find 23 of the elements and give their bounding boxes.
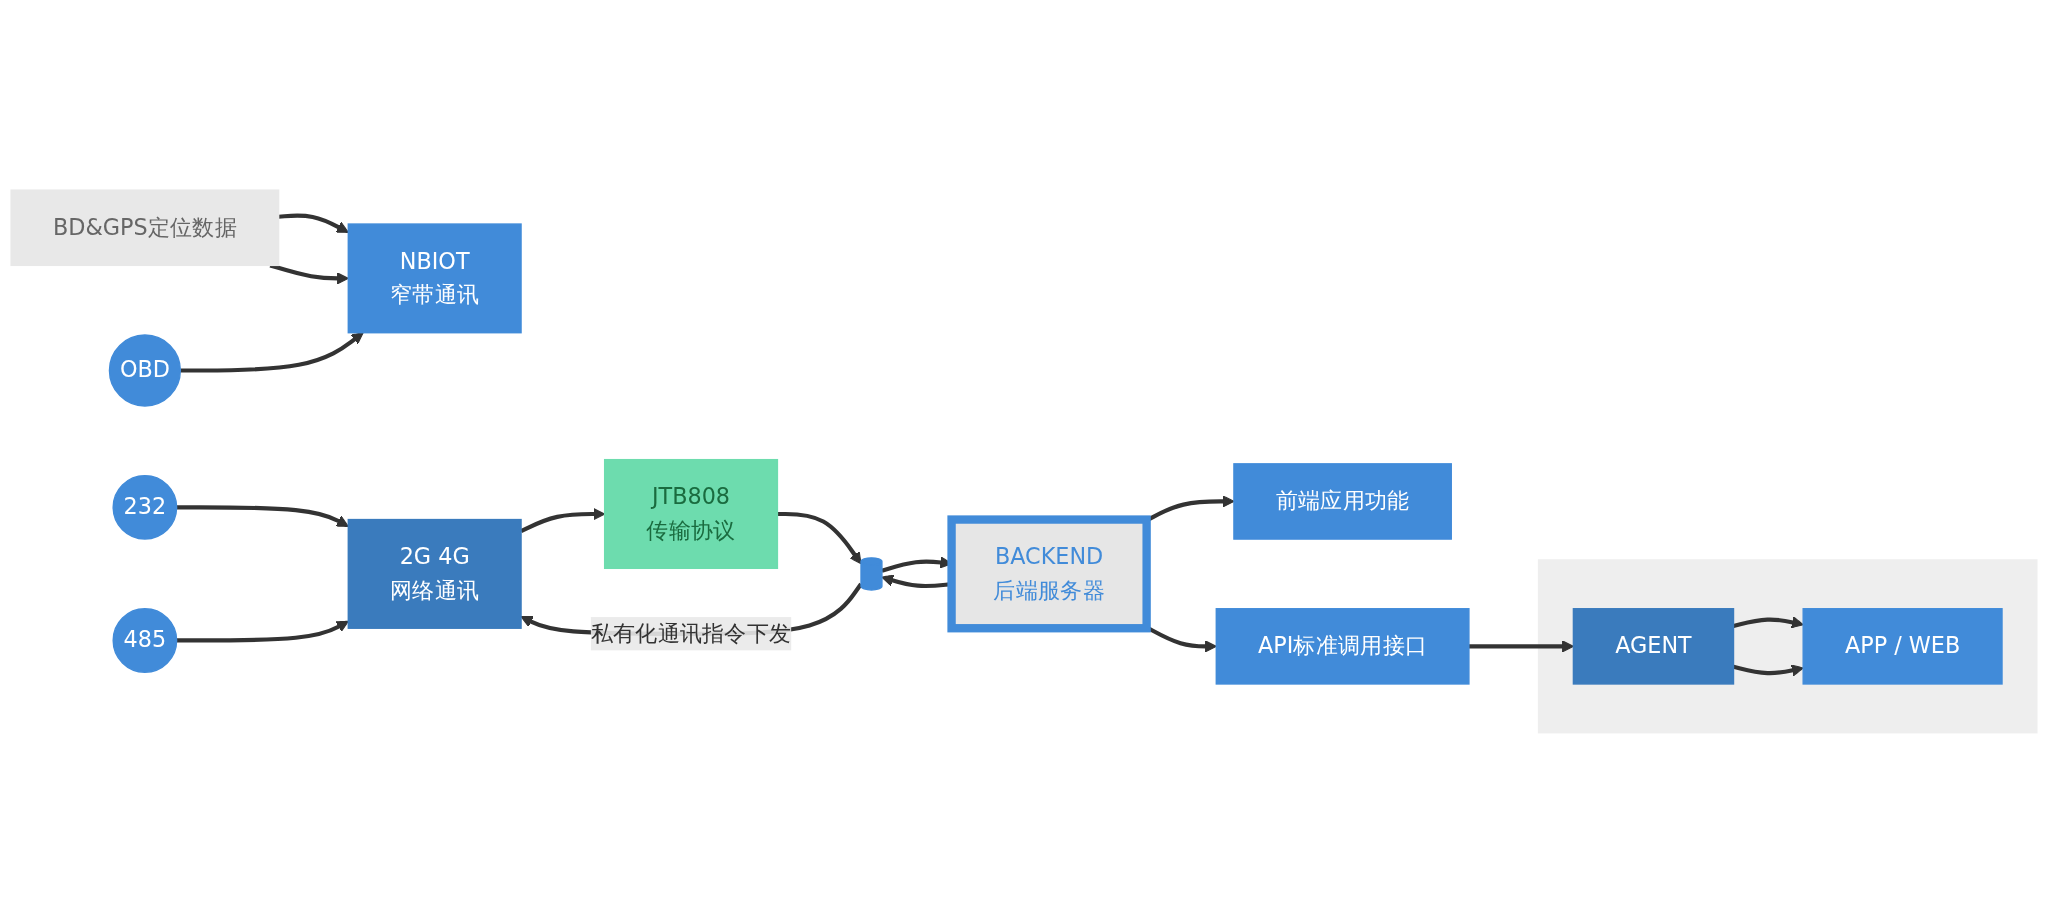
arrow bbox=[1468, 639, 1574, 653]
arrow bbox=[1733, 663, 1804, 676]
arrow bbox=[278, 213, 349, 233]
node-box: API标准调用接口 bbox=[1215, 607, 1470, 685]
node-circle: 485 bbox=[112, 607, 178, 673]
arrow bbox=[180, 331, 364, 373]
arrow bbox=[176, 620, 349, 643]
node-box: NBIOT 窄带通讯 bbox=[347, 222, 522, 333]
arrow bbox=[777, 511, 862, 564]
cluster bbox=[1537, 558, 2038, 733]
arrow bbox=[1733, 615, 1804, 628]
node-circle: 232 bbox=[112, 474, 178, 540]
node-box: AGENT bbox=[1572, 607, 1735, 685]
arrow bbox=[176, 504, 349, 527]
node-box: 前端应用功能 bbox=[1233, 462, 1452, 540]
node-box: BD&GPS定位数据 bbox=[10, 189, 280, 266]
node-box: 2G 4G 网络通讯 bbox=[347, 518, 522, 629]
node-box: APP / WEB bbox=[1802, 607, 2003, 685]
edge-label: 私有化通讯指令下发 bbox=[590, 619, 792, 646]
node-box: JTB808 传输协议 bbox=[603, 458, 779, 569]
node-circle: OBD bbox=[108, 333, 182, 407]
node-box: BACKEND 后端服务器 bbox=[947, 514, 1151, 632]
node-cylinder bbox=[860, 556, 883, 591]
